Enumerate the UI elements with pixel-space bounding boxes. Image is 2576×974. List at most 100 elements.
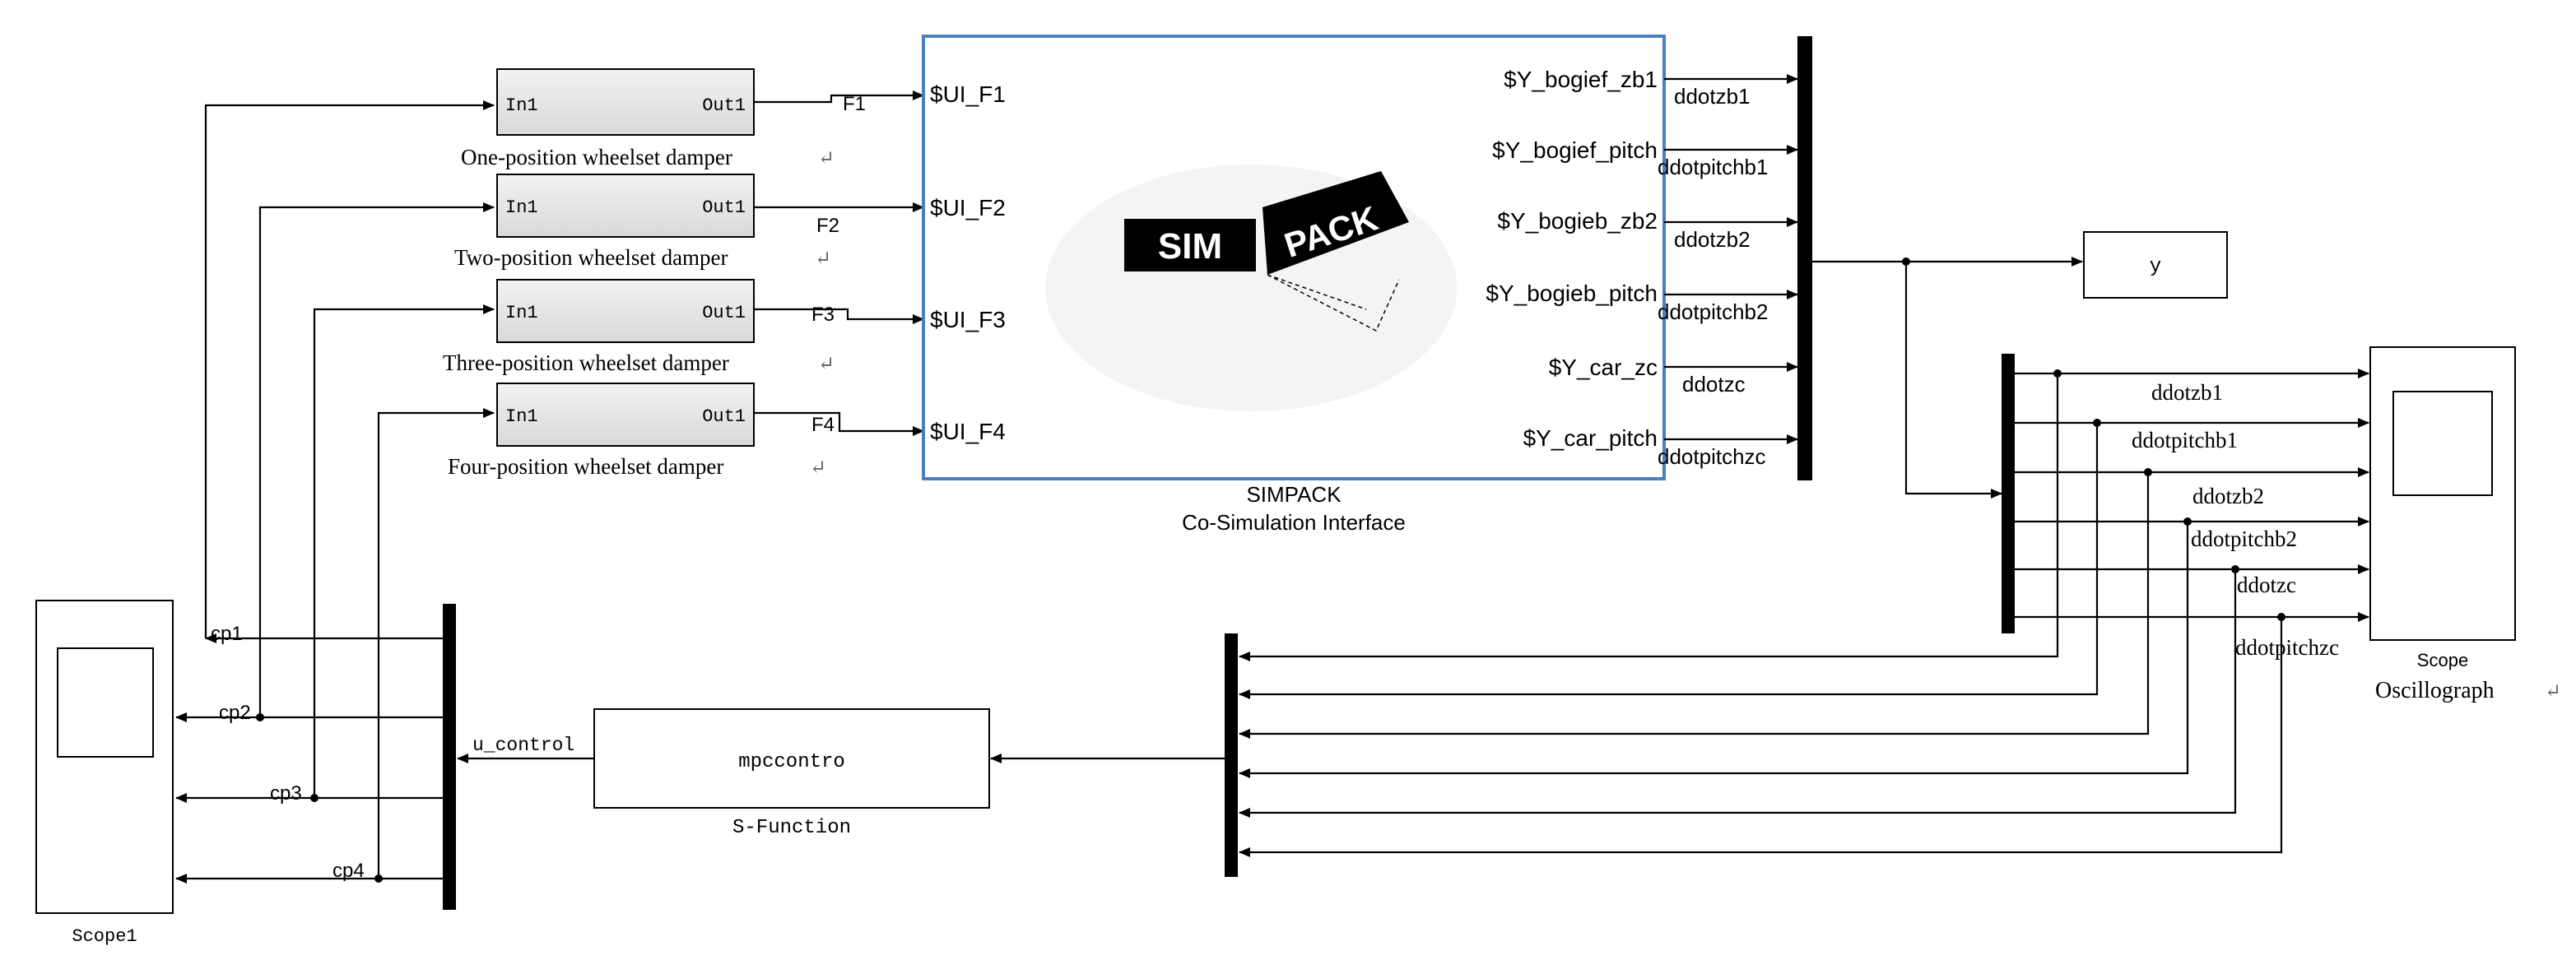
demux-bus[interactable] — [2002, 354, 2015, 633]
simpack-output-6: $Y_car_pitch — [1523, 425, 1658, 451]
y-block-label: y — [2150, 256, 2161, 278]
damper-4-caption: Four-position wheelset damper — [448, 454, 723, 479]
sfunction-name: mpccontro — [738, 751, 845, 773]
oscillograph-scope[interactable]: Scope Oscillograph ↵ — [2369, 346, 2561, 703]
cp2-to-damper2-line — [258, 202, 495, 717]
damper-4-out-port: Out1 — [702, 406, 746, 427]
simpack-input-3: $UI_F3 — [930, 307, 1006, 332]
f1-line — [754, 90, 924, 104]
simpack-logo-sim-text: SIM — [1158, 226, 1222, 267]
feedback-line-2 — [1239, 423, 2099, 699]
damper-1-block[interactable] — [496, 68, 755, 136]
simpack-input-2: $UI_F2 — [930, 195, 1006, 220]
f1-label: F1 — [843, 93, 866, 115]
damper-3-block[interactable] — [496, 279, 755, 343]
simpack-logo-dashed-lines — [1267, 274, 1400, 332]
feedback-line-6 — [1239, 617, 2283, 857]
sfunction-block-box[interactable] — [593, 708, 990, 809]
damper-4-return-mark: ↵ — [810, 457, 826, 479]
out-label-2: ddotpitchb1 — [1658, 155, 1768, 179]
output-lines: ddotzb1 ddotpitchb1 ddotzb2 ddotpitchb2 … — [1658, 74, 1798, 469]
damper-3-return-mark: ↵ — [818, 354, 835, 375]
feedback-lines — [175, 100, 495, 884]
f4-line — [754, 411, 924, 436]
damper-2[interactable]: In1 Out1 Two-position wheelset damper ↵ — [454, 174, 831, 270]
damper-1-return-mark: ↵ — [818, 148, 835, 169]
simpack-output-5: $Y_car_zc — [1549, 355, 1658, 380]
out-label-6: ddotpitchzc — [1658, 444, 1766, 469]
feedback-line-4 — [1239, 522, 2189, 778]
f3-label: F3 — [811, 304, 835, 326]
damper-4-in-port: In1 — [505, 406, 538, 427]
simpack-logo: SIM PACK — [1124, 171, 1409, 332]
damper-2-out-port: Out1 — [702, 197, 746, 218]
feedback-line-1 — [1239, 373, 2059, 661]
damper-4-block[interactable] — [496, 383, 755, 447]
simpack-caption-line1: SIMPACK — [1246, 482, 1341, 507]
damper-3[interactable]: In1 Out1 Three-position wheelset damper … — [443, 279, 835, 375]
y-block[interactable]: y — [2083, 231, 2228, 299]
out-label-3: ddotzb2 — [1674, 227, 1751, 252]
demux-label-5: ddotzc — [2237, 573, 2296, 597]
damper-2-in-port: In1 — [505, 197, 538, 218]
simpack-output-2: $Y_bogief_pitch — [1492, 137, 1658, 163]
oscillograph-label: Scope — [2417, 650, 2468, 670]
damper-2-block[interactable] — [496, 174, 755, 238]
bus-routing — [1812, 257, 2083, 499]
cp4-label: cp4 — [332, 860, 365, 882]
sfunction-caption: S-Function — [732, 817, 851, 839]
damper-3-out-port: Out1 — [702, 303, 746, 323]
simpack-input-4: $UI_F4 — [930, 419, 1006, 444]
mux-bus-1[interactable] — [1797, 36, 1812, 480]
u-control-label: u_control — [472, 735, 574, 756]
damper-4[interactable]: In1 Out1 Four-position wheelset damper ↵ — [448, 383, 826, 479]
simpack-caption-line2: Co-Simulation Interface — [1182, 510, 1406, 535]
cp3-junction-dot — [310, 794, 319, 802]
simpack-block[interactable]: $UI_F1 $UI_F2 $UI_F3 $UI_F4 $Y_bogief_zb… — [922, 35, 1666, 535]
oscillograph-screen — [2392, 391, 2493, 496]
out-label-1: ddotzb1 — [1674, 84, 1751, 109]
cp1-to-damper1-line — [204, 100, 495, 638]
out-label-5: ddotzc — [1682, 372, 1746, 397]
scope1[interactable]: Scope1 — [35, 600, 174, 947]
damper-2-return-mark: ↵ — [815, 248, 831, 270]
f2-label: F2 — [816, 215, 839, 237]
out-label-4: ddotpitchb2 — [1658, 299, 1768, 324]
cp1-label: cp1 — [211, 623, 243, 645]
damper-2-caption: Two-position wheelset damper — [454, 245, 728, 270]
force-lines: F1 F2 F3 F4 — [754, 90, 924, 436]
cp3-label: cp3 — [270, 782, 302, 805]
simpack-output-1: $Y_bogief_zb1 — [1504, 67, 1658, 92]
damper-3-caption: Three-position wheelset damper — [443, 350, 729, 375]
feedback-line-5 — [1239, 569, 2237, 818]
damper-1-caption: One-position wheelset damper — [461, 145, 732, 169]
cp2-label: cp2 — [219, 702, 251, 724]
cp2-junction-dot — [256, 713, 264, 721]
mux-bus-2[interactable] — [1225, 633, 1238, 877]
damper-1-in-port: In1 — [505, 95, 538, 116]
f3-line — [754, 308, 924, 324]
cp3-to-damper3-line — [313, 304, 495, 798]
cp4-to-damper4-line — [377, 408, 495, 879]
damper-1[interactable]: In1 Out1 One-position wheelset damper ↵ — [461, 68, 835, 169]
y-block-box[interactable] — [2083, 231, 2228, 299]
simpack-output-3: $Y_bogieb_zb2 — [1497, 208, 1658, 234]
demux-lines: ddotzb1 ddotpitchb1 ddotzb2 ddotpitchb2 … — [1239, 369, 2369, 857]
demux-label-1: ddotzb1 — [2151, 380, 2223, 405]
simpack-logo-pack-box — [1262, 171, 1409, 275]
damper-1-out-port: Out1 — [702, 95, 746, 116]
demux-label-3: ddotzb2 — [2192, 484, 2264, 508]
simpack-input-1: $UI_F1 — [930, 81, 1006, 107]
sfunction-block[interactable]: mpccontro S-Function — [593, 708, 990, 839]
demux-label-6: ddotpitchzc — [2235, 635, 2339, 660]
oscillograph-caption: Oscillograph — [2375, 678, 2495, 703]
f4-label: F4 — [811, 414, 835, 436]
demux-label-4: ddotpitchb2 — [2191, 526, 2297, 551]
demux-label-2: ddotpitchb1 — [2132, 428, 2238, 452]
simpack-output-4: $Y_bogieb_pitch — [1486, 281, 1658, 306]
simpack-logo-sim-box — [1124, 219, 1256, 271]
control-bus[interactable] — [443, 604, 456, 910]
oscillograph-return-mark: ↵ — [2545, 681, 2561, 703]
scope1-screen — [57, 647, 154, 758]
